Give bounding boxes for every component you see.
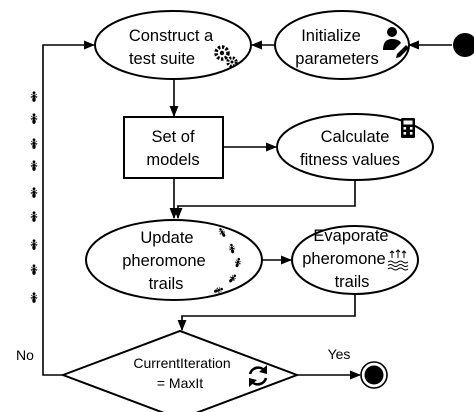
construct-test-suite-node: Construct a test suite (94, 10, 252, 80)
decision-label-1: CurrentIteration (133, 355, 230, 371)
gears-icon (214, 45, 238, 68)
construct-label-1: Construct a (129, 27, 214, 45)
update-label-2: pheromone (122, 252, 205, 270)
fitness-label-2: fitness values (300, 151, 400, 169)
calculate-fitness-node: Calculate fitness values (276, 113, 434, 181)
update-pheromone-node: Update pheromone trails (85, 219, 263, 301)
ants-column-icon (30, 91, 38, 304)
evaporate-label-2: pheromone (302, 250, 385, 268)
evaporate-label-1: Evaporate (313, 227, 388, 245)
decision-label-2: = MaxIt (157, 375, 203, 391)
iteration-decision-node: CurrentIteration = MaxIt (60, 329, 300, 412)
set-of-models-node: Set of models (123, 116, 224, 179)
construct-label-2: test suite (129, 50, 195, 68)
models-label-2: models (146, 151, 199, 169)
initialize-label-2: parameters (295, 50, 378, 68)
loop-back-arrow (42, 40, 96, 376)
refresh-icon (248, 365, 268, 387)
update-label-1: Update (140, 229, 193, 247)
calculator-icon (401, 118, 415, 138)
evaporate-label-3: trails (335, 273, 370, 291)
user-settings-icon (383, 27, 409, 58)
yes-label: Yes (328, 346, 351, 362)
connectors (42, 40, 452, 380)
models-label-1: Set of (151, 128, 195, 146)
update-label-3: trails (149, 275, 184, 293)
start-node (453, 33, 474, 57)
initialize-parameters-node: Initialize parameters (274, 10, 410, 80)
evaporate-to-decision-arrow (177, 294, 356, 332)
fitness-to-update-arrow (173, 180, 356, 220)
fitness-label-1: Calculate (321, 128, 390, 146)
no-label: No (16, 347, 34, 363)
evaporation-icon (387, 249, 409, 271)
end-node (360, 361, 388, 389)
evaporate-pheromone-node: Evaporate pheromone trails (291, 225, 419, 295)
initialize-label-1: Initialize (301, 27, 361, 45)
